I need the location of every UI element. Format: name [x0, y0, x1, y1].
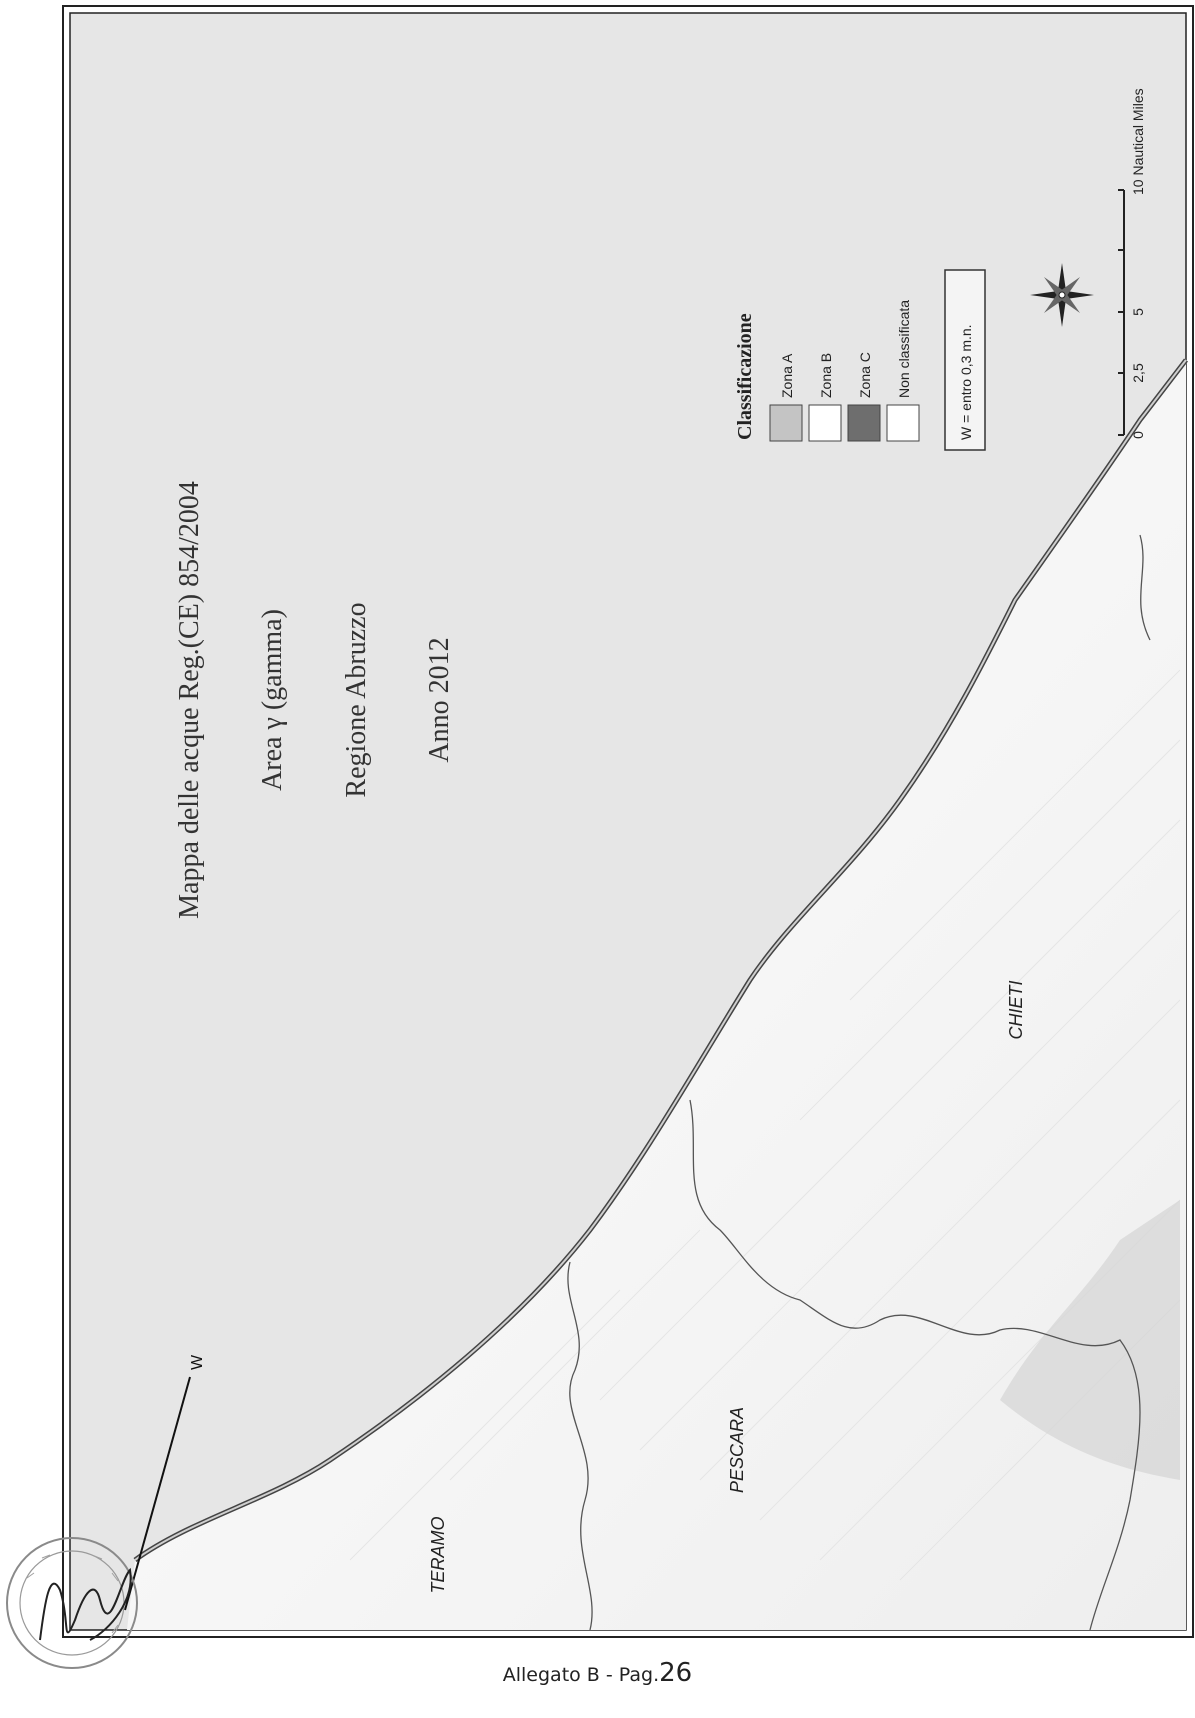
province-pescara: PESCARA [727, 1407, 747, 1493]
north-arrow-icon [1030, 263, 1094, 327]
legend-swatch-non-classificata [886, 404, 920, 442]
province-chieti: CHIETI [1006, 980, 1026, 1039]
legend-label-zona-b: Zona B [818, 353, 834, 398]
scale-bar: 0 2,5 5 10 Nautical Miles [1118, 88, 1146, 439]
scale-tick-2-5: 2,5 [1130, 363, 1146, 383]
page-footer: Allegato B - Pag.26 [0, 1658, 1195, 1688]
footer-prefix: Allegato B - Pag. [502, 1664, 660, 1686]
province-teramo: TERAMO [428, 1516, 448, 1593]
scale-tick-0: 0 [1130, 431, 1146, 439]
map-region: Regione Abruzzo [341, 602, 372, 797]
relief-shading [349, 669, 1181, 1581]
legend-label-zona-c: Zona C [857, 352, 873, 398]
map-area: Area γ (gamma) [257, 609, 288, 791]
signature [39, 1567, 132, 1641]
coastline-w-zone [134, 359, 1187, 1561]
map-outer-frame [62, 5, 1194, 1638]
legend-note-box [944, 269, 986, 451]
legend-title: Classificazione [734, 313, 756, 440]
border-chieti-east [1139, 534, 1151, 641]
map-year: Anno 2012 [424, 637, 455, 762]
legend-label-non-classificata: Non classificata [896, 300, 912, 398]
border-teramo-pescara [567, 1261, 593, 1631]
legend-label-zona-a: Zona A [779, 353, 795, 398]
footer-page-number: 26 [659, 1658, 693, 1688]
scale-tick-10: 10 Nautical Miles [1130, 88, 1146, 195]
land-area [127, 360, 1186, 1630]
w-label: W [189, 1354, 206, 1370]
map-title: Mappa delle acque Reg.(CE) 854/2004 [174, 481, 205, 919]
legend-swatch-zona-b [808, 404, 842, 442]
mountain-shade [1000, 1200, 1180, 1480]
w-pointer-line [124, 1376, 191, 1611]
legend: Classificazione Zona A Zona B Zona C Non… [734, 269, 986, 451]
legend-swatch-zona-a [769, 404, 803, 442]
border-pescara-chieti [689, 1099, 1141, 1631]
legend-note: W = entro 0,3 m.n. [958, 324, 974, 440]
scale-tick-5: 5 [1130, 308, 1146, 316]
legend-swatch-zona-c [847, 404, 881, 442]
